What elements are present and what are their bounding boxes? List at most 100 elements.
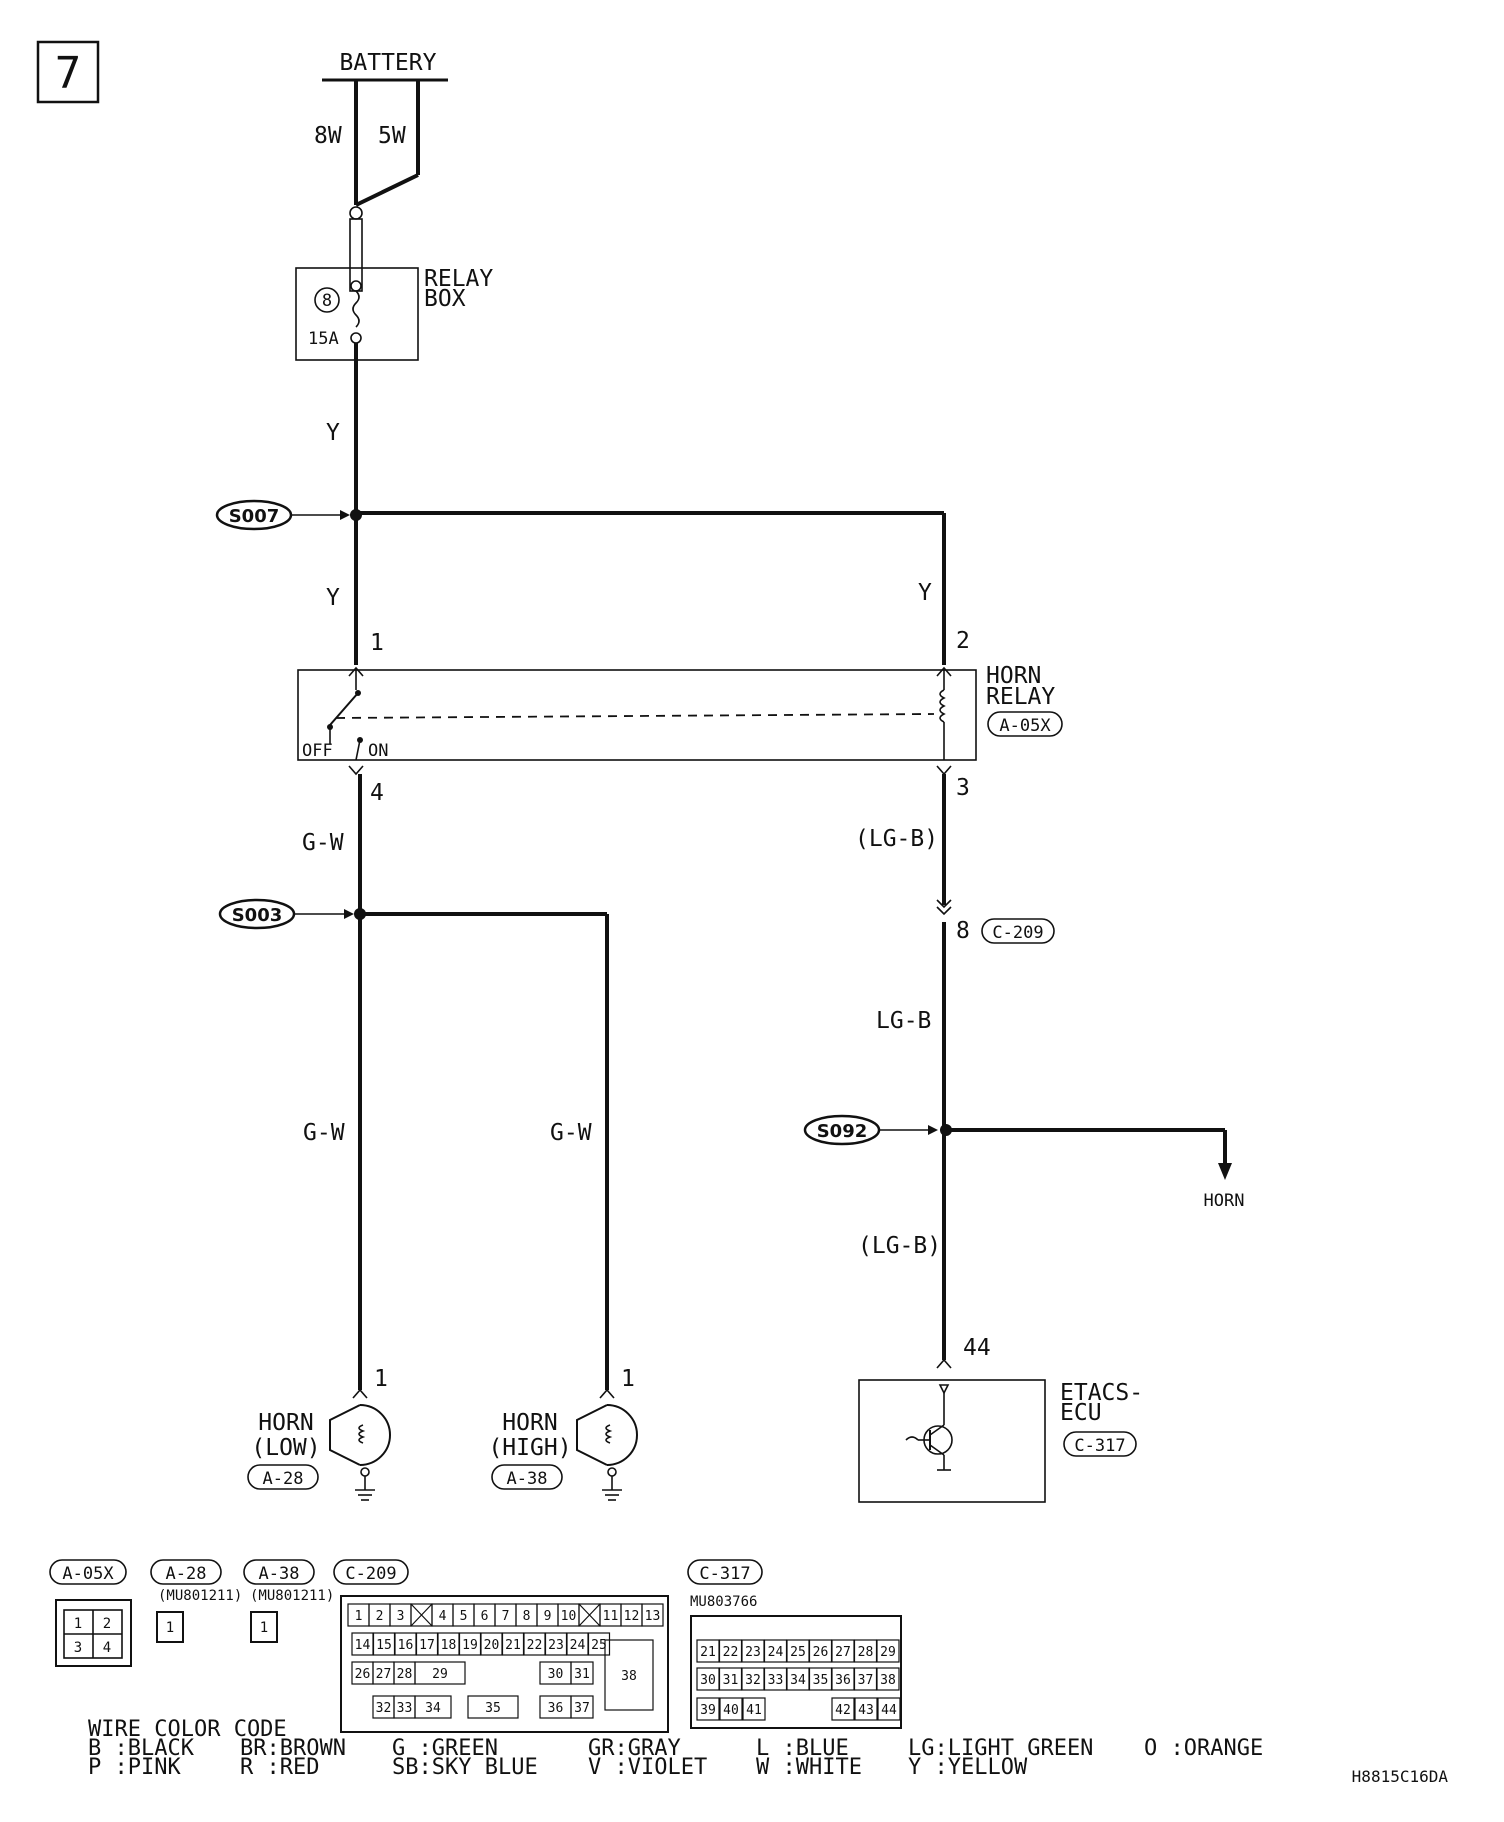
horn-high: 1 HORN (HIGH) A-38 bbox=[488, 1366, 638, 1501]
connector-a38: A-38 (MU801211) 1 bbox=[243, 1559, 334, 1643]
c209-pin: 7 bbox=[502, 1609, 510, 1624]
c317-pin: 30 bbox=[700, 1673, 716, 1688]
c317-pin: 42 bbox=[835, 1703, 851, 1718]
c317-pin: 25 bbox=[790, 1645, 806, 1660]
c209-ref-label: C-209 bbox=[992, 923, 1043, 943]
c209-pin: 13 bbox=[645, 1609, 661, 1624]
page-number-box: 7 bbox=[36, 40, 100, 104]
c317-part: MU803766 bbox=[690, 1594, 757, 1610]
c317-pin: 27 bbox=[835, 1645, 851, 1660]
c317-pin: 31 bbox=[723, 1673, 739, 1688]
c209-pin: 17 bbox=[419, 1638, 435, 1653]
c209-cell bbox=[587, 1632, 611, 1656]
color-code-l: L :BLUE bbox=[756, 1736, 849, 1761]
c209-pin: 19 bbox=[462, 1638, 478, 1653]
c317-cell bbox=[831, 1697, 855, 1721]
c209-pin: 20 bbox=[484, 1638, 500, 1653]
c209-cell bbox=[570, 1695, 594, 1719]
wire-label-gw-right: G-W bbox=[550, 1120, 592, 1146]
connector-a05x: A-05X 1 2 3 4 bbox=[49, 1559, 132, 1667]
color-code-g: G :GREEN bbox=[392, 1736, 498, 1761]
color-code-w: W :WHITE bbox=[756, 1755, 862, 1780]
horn-high-pin: 1 bbox=[621, 1366, 635, 1392]
c317-cell bbox=[876, 1667, 900, 1691]
c209-blank-mark bbox=[410, 1603, 433, 1627]
a28-label: A-28 bbox=[166, 1564, 207, 1584]
a28-part: (MU801211) bbox=[158, 1588, 242, 1604]
c209-pin: 12 bbox=[624, 1609, 640, 1624]
c209-pin: 36 bbox=[548, 1701, 564, 1716]
color-code-sb: SB:SKY BLUE bbox=[392, 1755, 538, 1780]
a05x-pin-3: 3 bbox=[74, 1640, 82, 1656]
c317-pin: 39 bbox=[700, 1703, 716, 1718]
c209-cell bbox=[570, 1661, 594, 1685]
battery-label: BATTERY bbox=[340, 50, 437, 76]
relay-box: 8 15A RELAY BOX bbox=[295, 266, 493, 361]
c317-pin: 34 bbox=[790, 1673, 806, 1688]
splice-s092-label: S092 bbox=[817, 1121, 868, 1142]
c209-pin: 34 bbox=[425, 1701, 441, 1716]
fuse-rating: 15A bbox=[308, 329, 339, 349]
c209-pin: 32 bbox=[376, 1701, 392, 1716]
c209-cell bbox=[414, 1695, 452, 1719]
splice-s003: S003 bbox=[218, 898, 366, 930]
relay-pin-4: 4 bbox=[370, 780, 384, 806]
c209-pin: 25 bbox=[591, 1638, 607, 1653]
c209-pin: 16 bbox=[398, 1638, 414, 1653]
a05x-pin-4: 4 bbox=[103, 1640, 111, 1656]
wire-label-8w: 8W bbox=[314, 123, 342, 149]
c209-pin: 27 bbox=[376, 1667, 392, 1682]
a38-pin: 1 bbox=[260, 1620, 268, 1636]
connector-a28: A-28 (MU801211) 1 bbox=[150, 1559, 242, 1643]
wire-color-code-title: WIRE COLOR CODE bbox=[88, 1717, 287, 1742]
c209-pin: 30 bbox=[548, 1667, 564, 1682]
color-code-lg: LG:LIGHT GREEN bbox=[908, 1736, 1093, 1761]
splice-s092: S092 bbox=[803, 1114, 952, 1146]
c209-pin: 14 bbox=[355, 1638, 371, 1653]
etacs-connector: C-317 bbox=[1074, 1436, 1125, 1456]
wire-label-y-top: Y bbox=[326, 420, 340, 446]
wire-label-gw-left: G-W bbox=[303, 1120, 345, 1146]
etacs-label-1: ETACS- bbox=[1060, 1380, 1143, 1406]
c209-pin: 5 bbox=[460, 1609, 468, 1624]
color-code-br: BR:BROWN bbox=[240, 1736, 346, 1761]
c209-pin: 8 bbox=[523, 1609, 531, 1624]
relay-pin-2: 2 bbox=[956, 628, 970, 654]
wire-label-gw-upper: G-W bbox=[302, 830, 344, 856]
horn-output-arrow bbox=[1218, 1163, 1232, 1180]
a05x-pin-2: 2 bbox=[103, 1616, 111, 1632]
wire-label-lgb-upper: (LG-B) bbox=[855, 826, 938, 852]
wire-label-y-left: Y bbox=[326, 585, 340, 611]
c209-pin: 35 bbox=[485, 1701, 501, 1716]
c317-pin: 33 bbox=[768, 1673, 784, 1688]
c317-cell bbox=[719, 1697, 743, 1721]
horn-low-label-2: (LOW) bbox=[251, 1435, 320, 1461]
c209-pin: 22 bbox=[527, 1638, 543, 1653]
c209-ref-pin: 8 bbox=[956, 918, 970, 944]
c209-pin: 11 bbox=[603, 1609, 619, 1624]
c209-pin: 6 bbox=[481, 1609, 489, 1624]
diagram-code: H8815C16DA bbox=[1352, 1767, 1449, 1786]
c209-pin: 9 bbox=[544, 1609, 552, 1624]
c209-pin: 37 bbox=[574, 1701, 590, 1716]
c209-pin: 31 bbox=[574, 1667, 590, 1682]
page-number: 7 bbox=[55, 48, 82, 99]
c209-pin: 24 bbox=[570, 1638, 586, 1653]
c317-pin: 41 bbox=[746, 1703, 762, 1718]
a38-label: A-38 bbox=[259, 1564, 300, 1584]
horn-relay-label-1: HORN bbox=[986, 663, 1041, 689]
c209-pin: 15 bbox=[376, 1638, 392, 1653]
connector-c209-ref: 8 C-209 bbox=[936, 899, 1055, 944]
a05x-pin-1: 1 bbox=[74, 1616, 82, 1632]
c317-pin: 44 bbox=[881, 1703, 897, 1718]
c209-pin: 29 bbox=[432, 1667, 448, 1682]
horn-low: 1 HORN (LOW) A-28 bbox=[247, 1366, 391, 1501]
horn-low-pin: 1 bbox=[374, 1366, 388, 1392]
a28-pin: 1 bbox=[166, 1620, 174, 1636]
relay-on-label: ON bbox=[368, 741, 388, 761]
splice-s007-label: S007 bbox=[229, 506, 280, 527]
c317-cell bbox=[876, 1639, 900, 1663]
horn-high-label-1: HORN bbox=[502, 1410, 557, 1436]
wire-label-5w: 5W bbox=[378, 123, 406, 149]
